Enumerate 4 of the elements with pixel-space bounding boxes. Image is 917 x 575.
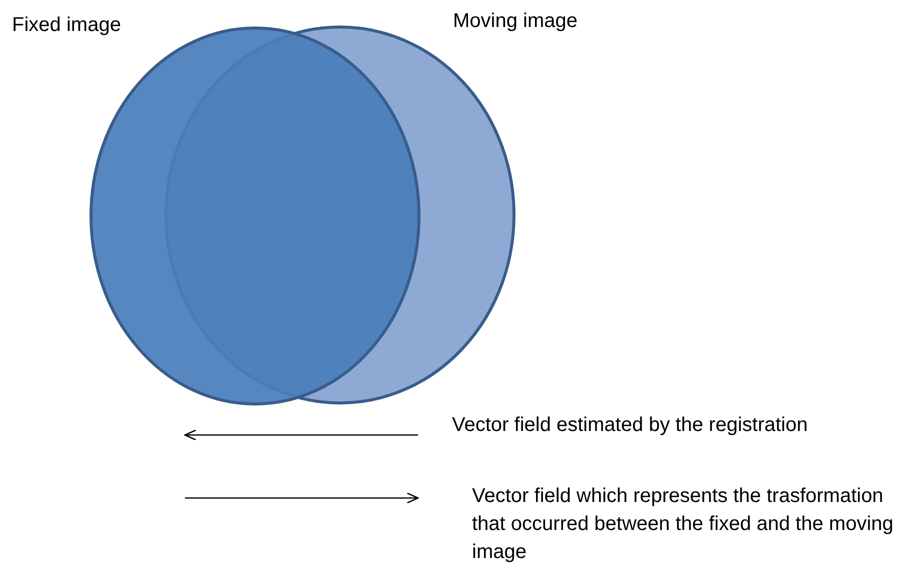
image-heading: Moving image	[453, 10, 578, 33]
legend-text: Vector field estimated by the registration	[452, 413, 809, 438]
image-heading: Fixed image	[12, 14, 121, 37]
legend-text: Vector field which represents the trasformation that occurred between the fixed and the moving image	[472, 484, 894, 565]
